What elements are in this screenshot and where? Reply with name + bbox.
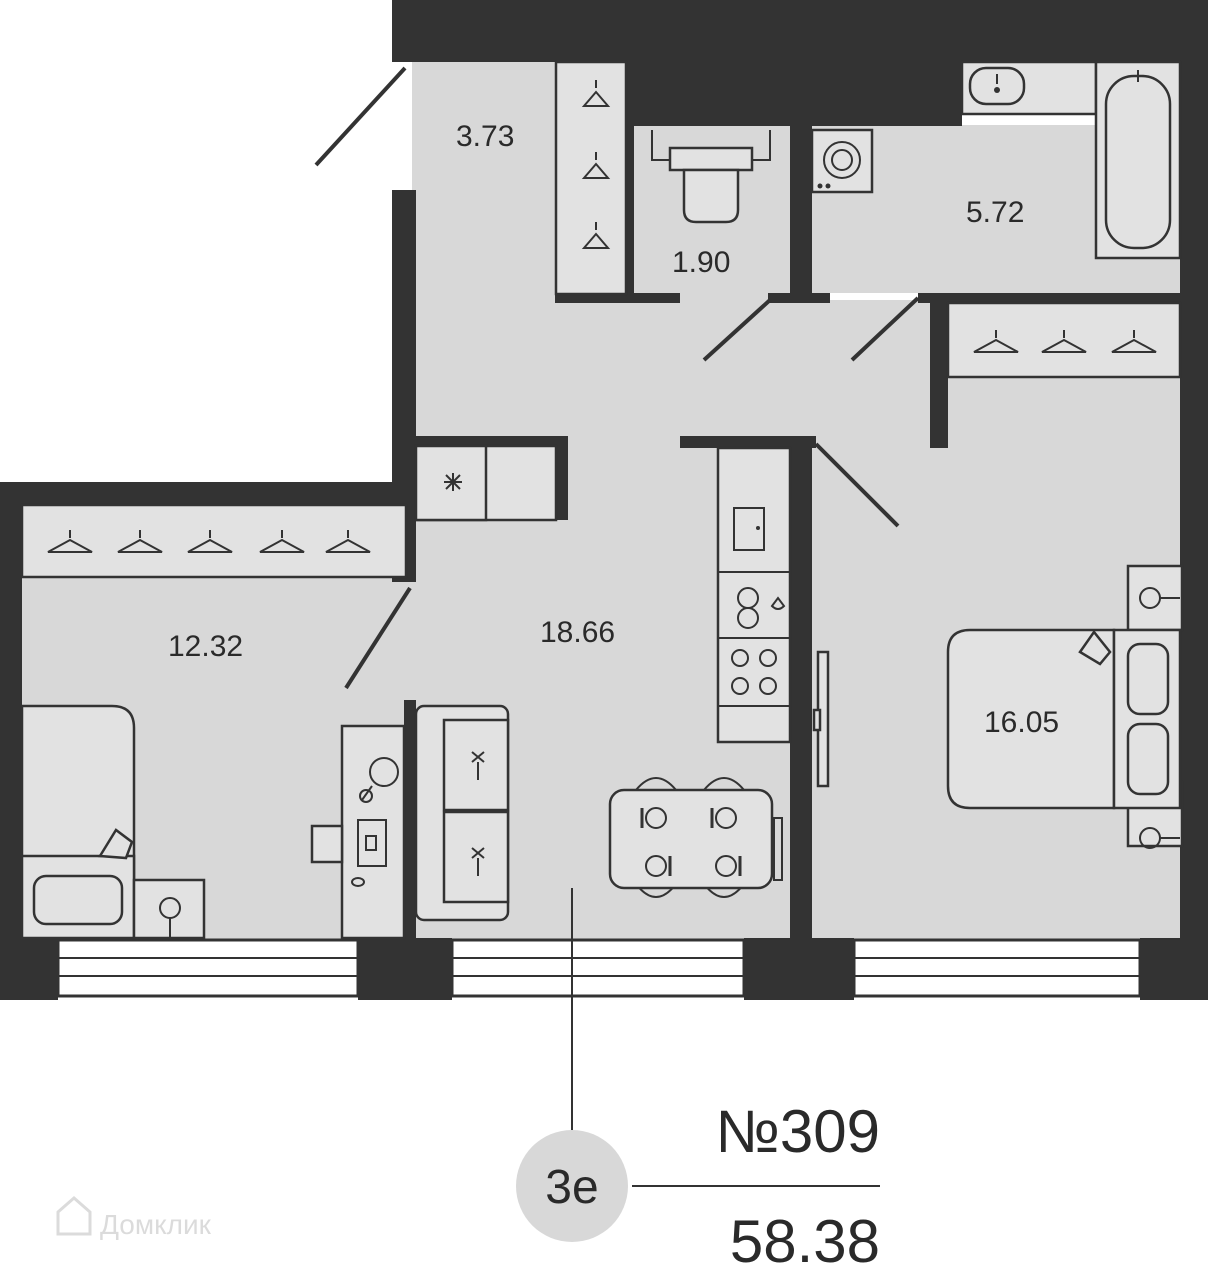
wall-wardrobe-right <box>930 300 948 448</box>
bedroom-right-wardrobe <box>946 301 1182 379</box>
room-area-bedroom-right: 16.05 <box>984 706 1059 739</box>
windows <box>56 938 1142 998</box>
bedroom-left-furniture <box>20 704 406 940</box>
pillar-3 <box>744 938 854 1000</box>
pillar-2 <box>358 938 452 1000</box>
floor-right-bedroom <box>812 300 1182 940</box>
room-labels: 3.73 1.90 5.72 12.32 18.66 16.05 <box>168 120 1059 739</box>
wall-kitchen-top <box>680 436 816 448</box>
hall-wardrobe <box>554 60 628 296</box>
bath-fixtures <box>810 60 1182 260</box>
bedroom-left-wardrobe <box>20 503 408 579</box>
wall-sofa-left <box>404 700 416 940</box>
walls <box>0 0 1208 1000</box>
wall-toilet-left <box>626 62 634 300</box>
house-logo-icon <box>56 1196 92 1236</box>
room-area-bedroom-left: 12.32 <box>168 630 243 663</box>
building-badge <box>516 1130 628 1242</box>
bath-door <box>850 296 920 362</box>
apartment-total-area: 58.38 <box>730 1208 880 1275</box>
room-area-hallway-closet: 3.73 <box>456 120 514 153</box>
pillar-1 <box>0 938 58 1000</box>
wall-toilet-right <box>790 62 812 300</box>
apartment-number: №309 <box>716 1098 880 1165</box>
doors <box>314 66 920 690</box>
bedroom-left-door <box>344 586 412 690</box>
room-area-kitchen-living: 18.66 <box>540 616 615 649</box>
kitchen-unit <box>716 446 792 744</box>
bedroom-right-bed <box>946 564 1184 849</box>
toilet-fixture <box>651 130 771 224</box>
pillar-4 <box>1140 938 1208 1000</box>
wall-top <box>392 0 1204 62</box>
wall-left-outer <box>0 482 22 1000</box>
watermark-text: Домклик <box>100 1209 212 1240</box>
toilet-door <box>702 298 772 362</box>
bedroom-right-door <box>814 442 900 528</box>
watermark: Домклик <box>56 1196 212 1240</box>
room-area-toilet: 1.90 <box>672 246 730 279</box>
wall-closet-bottom <box>555 293 680 303</box>
entrance-door <box>314 66 407 167</box>
building-badge-text: 3е <box>545 1161 598 1214</box>
sofa <box>414 704 510 922</box>
wall-toilet-bottom <box>768 293 830 303</box>
wall-left-top <box>0 482 416 504</box>
fridge <box>414 444 558 522</box>
wall-kitchen-right <box>790 436 812 940</box>
tv-panel <box>812 650 830 788</box>
wall-right <box>1180 0 1208 1000</box>
wall-fridge-top <box>416 436 568 446</box>
room-area-bathroom: 5.72 <box>966 196 1024 229</box>
apartment-info: 3е №309 58.38 <box>516 888 880 1275</box>
wall-fridge-right <box>556 436 568 520</box>
wall-bath-bottom <box>918 293 1180 303</box>
dining-table <box>608 777 783 898</box>
